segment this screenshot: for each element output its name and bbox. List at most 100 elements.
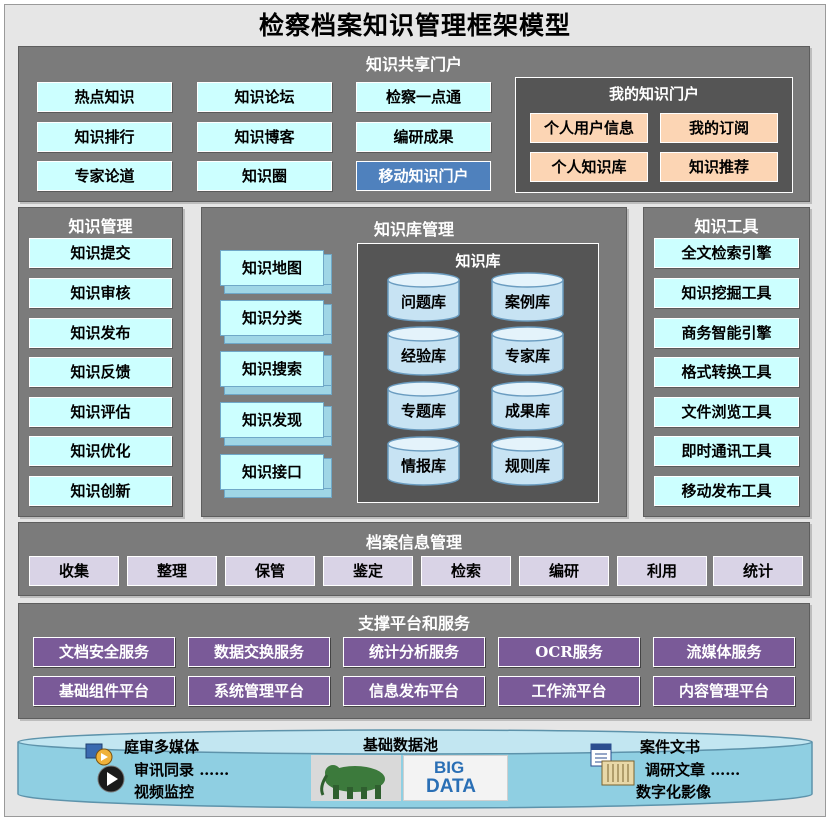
kb-repo-label: 情报库	[400, 457, 446, 475]
kb-cube-classify[interactable]: 知识分类	[220, 300, 332, 344]
pool-case-documents: 案件文书	[640, 738, 701, 756]
multimedia-icon	[85, 743, 113, 766]
km-panel: 知识管理 知识提交 知识审核 知识发布 知识反馈 知识评估 知识优化 知识创新	[18, 207, 183, 517]
svc-streaming[interactable]: 流媒体服务	[653, 637, 795, 667]
kb-repo-label: 经验库	[400, 347, 446, 365]
big-data-image	[311, 755, 401, 801]
kb-repo-title: 知识库	[455, 252, 501, 270]
kb-repo-experience[interactable]: 经验库	[387, 326, 460, 376]
big-data-word-data: DATA	[426, 776, 476, 797]
archive-statistics[interactable]: 统计	[713, 556, 803, 586]
plat-content-mgmt[interactable]: 内容管理平台	[653, 676, 795, 706]
archive-utilize[interactable]: 利用	[617, 556, 707, 586]
kb-repo-label: 规则库	[504, 457, 550, 475]
portal-item-blog[interactable]: 知识博客	[197, 122, 332, 152]
portal-item-research[interactable]: 编研成果	[356, 122, 491, 152]
kb-cube-interface-label: 知识接口	[220, 454, 324, 490]
svc-statistics[interactable]: 统计分析服务	[343, 637, 485, 667]
km-item-innovate[interactable]: 知识创新	[29, 476, 172, 506]
plat-info-publish[interactable]: 信息发布平台	[343, 676, 485, 706]
kb-repo-label: 问题库	[400, 293, 446, 311]
tools-panel: 知识工具 全文检索引擎 知识挖掘工具 商务智能引擎 格式转换工具 文件浏览工具 …	[643, 207, 810, 517]
kb-cube-search[interactable]: 知识搜索	[220, 351, 332, 395]
km-item-submit[interactable]: 知识提交	[29, 238, 172, 268]
tool-fulltext-search[interactable]: 全文检索引擎	[654, 238, 799, 268]
kb-cube-map-label: 知识地图	[220, 250, 324, 286]
my-portal-title: 我的知识门户	[608, 85, 699, 103]
portal-item-forum[interactable]: 知识论坛	[197, 82, 332, 112]
km-item-optimize[interactable]: 知识优化	[29, 436, 172, 466]
portal-item-expert[interactable]: 专家论道	[37, 161, 172, 191]
my-portal-box: 我的知识门户 个人用户信息 我的订阅 个人知识库 知识推荐	[515, 77, 793, 193]
pool-digital-images: 数字化影像	[636, 783, 712, 801]
tool-bi[interactable]: 商务智能引擎	[654, 318, 799, 348]
kb-repo-achievement[interactable]: 成果库	[491, 381, 564, 431]
km-item-evaluate[interactable]: 知识评估	[29, 397, 172, 427]
my-portal-user-info[interactable]: 个人用户信息	[530, 113, 648, 143]
pool-interrogation-recording: 审讯同录 ……	[134, 761, 230, 779]
pool-title: 基础数据池	[363, 736, 439, 754]
tool-format-convert[interactable]: 格式转换工具	[654, 357, 799, 387]
kb-cube-map[interactable]: 知识地图	[220, 250, 332, 294]
tool-file-browse[interactable]: 文件浏览工具	[654, 397, 799, 427]
kb-repo-label: 专家库	[504, 347, 550, 365]
my-portal-recommend[interactable]: 知识推荐	[660, 152, 778, 182]
kb-repo-topic[interactable]: 专题库	[387, 381, 460, 431]
kb-repo-label: 案例库	[504, 293, 550, 311]
archive-appraise[interactable]: 鉴定	[323, 556, 413, 586]
scroll-document-icon	[601, 760, 635, 786]
svc-doc-security[interactable]: 文档安全服务	[33, 637, 175, 667]
big-data-wordcloud: BIG DATA	[403, 755, 508, 801]
km-title: 知识管理	[68, 217, 133, 236]
diagram-title: 检察档案知识管理框架模型	[258, 11, 571, 40]
svc-data-exchange[interactable]: 数据交换服务	[188, 637, 330, 667]
archive-panel: 档案信息管理 收集 整理 保管 鉴定 检索 编研 利用 统计	[18, 522, 810, 596]
portal-item-mobile[interactable]: 移动知识门户	[356, 161, 491, 191]
kb-repo-case[interactable]: 案例库	[491, 272, 564, 322]
tool-im[interactable]: 即时通讯工具	[654, 436, 799, 466]
archive-compile[interactable]: 编研	[519, 556, 609, 586]
archive-title: 档案信息管理	[365, 533, 462, 552]
portal-title: 知识共享门户	[365, 55, 462, 74]
kb-repo-label: 专题库	[400, 402, 446, 420]
kb-cube-discover[interactable]: 知识发现	[220, 402, 332, 446]
tools-title: 知识工具	[694, 217, 759, 236]
kb-repo-intelligence[interactable]: 情报库	[387, 436, 460, 486]
my-portal-subscribe[interactable]: 我的订阅	[660, 113, 778, 143]
archive-retrieve[interactable]: 检索	[421, 556, 511, 586]
archive-organize[interactable]: 整理	[127, 556, 217, 586]
km-item-publish[interactable]: 知识发布	[29, 318, 172, 348]
portal-item-circle[interactable]: 知识圈	[197, 161, 332, 191]
pool-video-monitoring: 视频监控	[134, 783, 195, 801]
kb-cube-classify-label: 知识分类	[220, 300, 324, 336]
portal-item-hot[interactable]: 热点知识	[37, 82, 172, 112]
portal-item-onepoint[interactable]: 检察一点通	[356, 82, 491, 112]
my-portal-personal-kb[interactable]: 个人知识库	[530, 152, 648, 182]
km-item-feedback[interactable]: 知识反馈	[29, 357, 172, 387]
portal-item-rank[interactable]: 知识排行	[37, 122, 172, 152]
kb-cube-search-label: 知识搜索	[220, 351, 324, 387]
big-data-word-big: BIG	[434, 758, 465, 777]
support-title: 支撑平台和服务	[357, 614, 470, 633]
plat-base-component[interactable]: 基础组件平台	[33, 676, 175, 706]
tool-mining[interactable]: 知识挖掘工具	[654, 278, 799, 308]
kb-repo-label: 成果库	[504, 402, 550, 420]
kb-cube-discover-label: 知识发现	[220, 402, 324, 438]
kb-cube-interface[interactable]: 知识接口	[220, 454, 332, 498]
svc-ocr[interactable]: OCR服务	[498, 637, 640, 667]
portal-panel: 知识共享门户 热点知识 知识论坛 检察一点通 知识排行 知识博客 编研成果 专家…	[18, 46, 810, 202]
plat-workflow[interactable]: 工作流平台	[498, 676, 640, 706]
kb-title: 知识库管理	[373, 220, 454, 239]
tool-mobile-publish[interactable]: 移动发布工具	[654, 476, 799, 506]
pool-trial-multimedia: 庭审多媒体	[124, 738, 200, 756]
km-item-review[interactable]: 知识审核	[29, 278, 172, 308]
archive-collect[interactable]: 收集	[29, 556, 119, 586]
archive-store[interactable]: 保管	[225, 556, 315, 586]
kb-repo-expert[interactable]: 专家库	[491, 326, 564, 376]
plat-system-admin[interactable]: 系统管理平台	[188, 676, 330, 706]
support-panel: 支撑平台和服务 文档安全服务 数据交换服务 统计分析服务 OCR服务 流媒体服务…	[18, 603, 810, 719]
pool-research-articles: 调研文章 ……	[645, 761, 741, 779]
kb-repo-problem[interactable]: 问题库	[387, 272, 460, 322]
kb-repo-rule[interactable]: 规则库	[491, 436, 564, 486]
play-icon	[97, 765, 125, 793]
